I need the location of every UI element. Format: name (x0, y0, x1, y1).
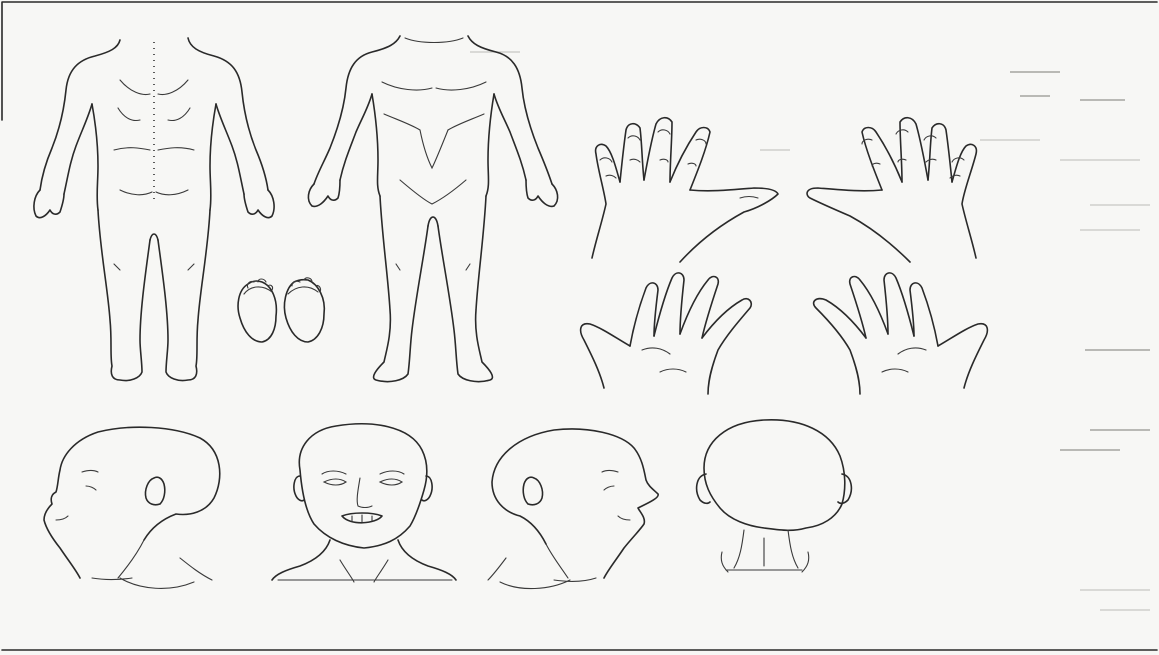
body-front-view (308, 36, 557, 382)
right-hand-palmar (814, 273, 988, 394)
left-hand-dorsal (592, 118, 778, 262)
body-back-view (34, 38, 274, 381)
feet-soles (238, 278, 324, 342)
head-front-view (272, 424, 456, 582)
head-back-view (697, 420, 852, 572)
head-left-profile (44, 427, 220, 588)
head-right-profile (488, 429, 658, 589)
right-hand-dorsal (807, 118, 976, 262)
left-hand-palmar (581, 273, 752, 394)
bleed-through-marks (470, 52, 1150, 610)
